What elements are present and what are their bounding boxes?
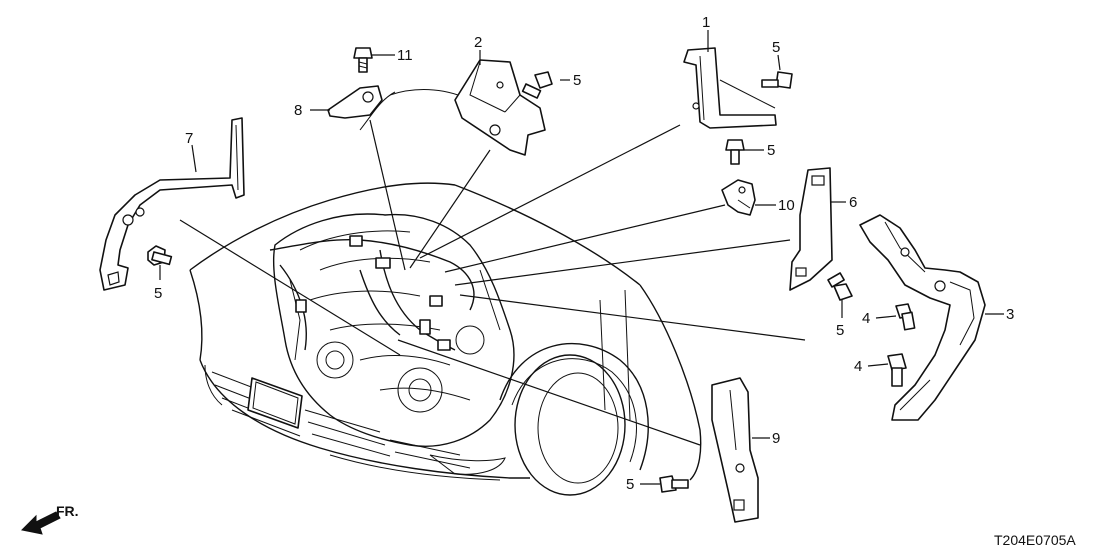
callout-6: 6	[849, 194, 857, 211]
callout-2: 2	[474, 34, 482, 51]
bolt-5-mid-right	[725, 139, 745, 165]
part-8-bracket	[327, 85, 383, 119]
front-arrow-icon	[20, 511, 61, 535]
callout-7: 7	[185, 130, 193, 147]
bolt-5-right	[827, 272, 853, 301]
bolt-5-left	[147, 245, 173, 266]
callout-9: 9	[772, 430, 780, 447]
bolt-5-top-center	[521, 71, 553, 99]
callout-1: 1	[702, 14, 710, 31]
callout-4-lower: 4	[854, 358, 862, 375]
drawing-code: T204E0705A	[994, 532, 1076, 548]
callout-5-bottom: 5	[626, 476, 634, 493]
part-7-bracket	[99, 117, 245, 291]
callout-11: 11	[397, 47, 413, 64]
bolt-5-bottom	[659, 475, 689, 493]
engine-assembly	[269, 213, 515, 447]
car-body	[189, 89, 702, 496]
part-2-bracket	[454, 59, 546, 156]
bolt-4-upper	[895, 303, 916, 331]
part-11-bolt	[353, 47, 373, 73]
callout-5-left: 5	[154, 285, 162, 302]
callout-4-upper: 4	[862, 310, 870, 327]
callout-10: 10	[778, 197, 795, 214]
callout-5-top-right: 5	[772, 39, 780, 56]
part-3-bracket	[859, 214, 986, 421]
part-1-bracket	[683, 47, 777, 129]
bolt-4-lower	[887, 353, 907, 387]
callout-5-top-center: 5	[573, 72, 581, 89]
part-9-bracket	[711, 377, 759, 523]
bolt-5-top-right	[761, 71, 793, 89]
part-6-plate	[789, 167, 833, 291]
callouts: 1 2 3 4 4 5 5 5 5 5 5 6 7 8 9 10 11	[154, 14, 1014, 493]
callout-5-right: 5	[836, 322, 844, 339]
front-label: FR.	[56, 503, 79, 519]
part-10-clip	[721, 179, 756, 216]
callout-5-mid-right: 5	[767, 142, 775, 159]
leader-lines	[179, 119, 806, 446]
callout-3: 3	[1006, 306, 1014, 323]
front-direction-indicator: FR.	[20, 503, 79, 535]
callout-8: 8	[294, 102, 302, 119]
